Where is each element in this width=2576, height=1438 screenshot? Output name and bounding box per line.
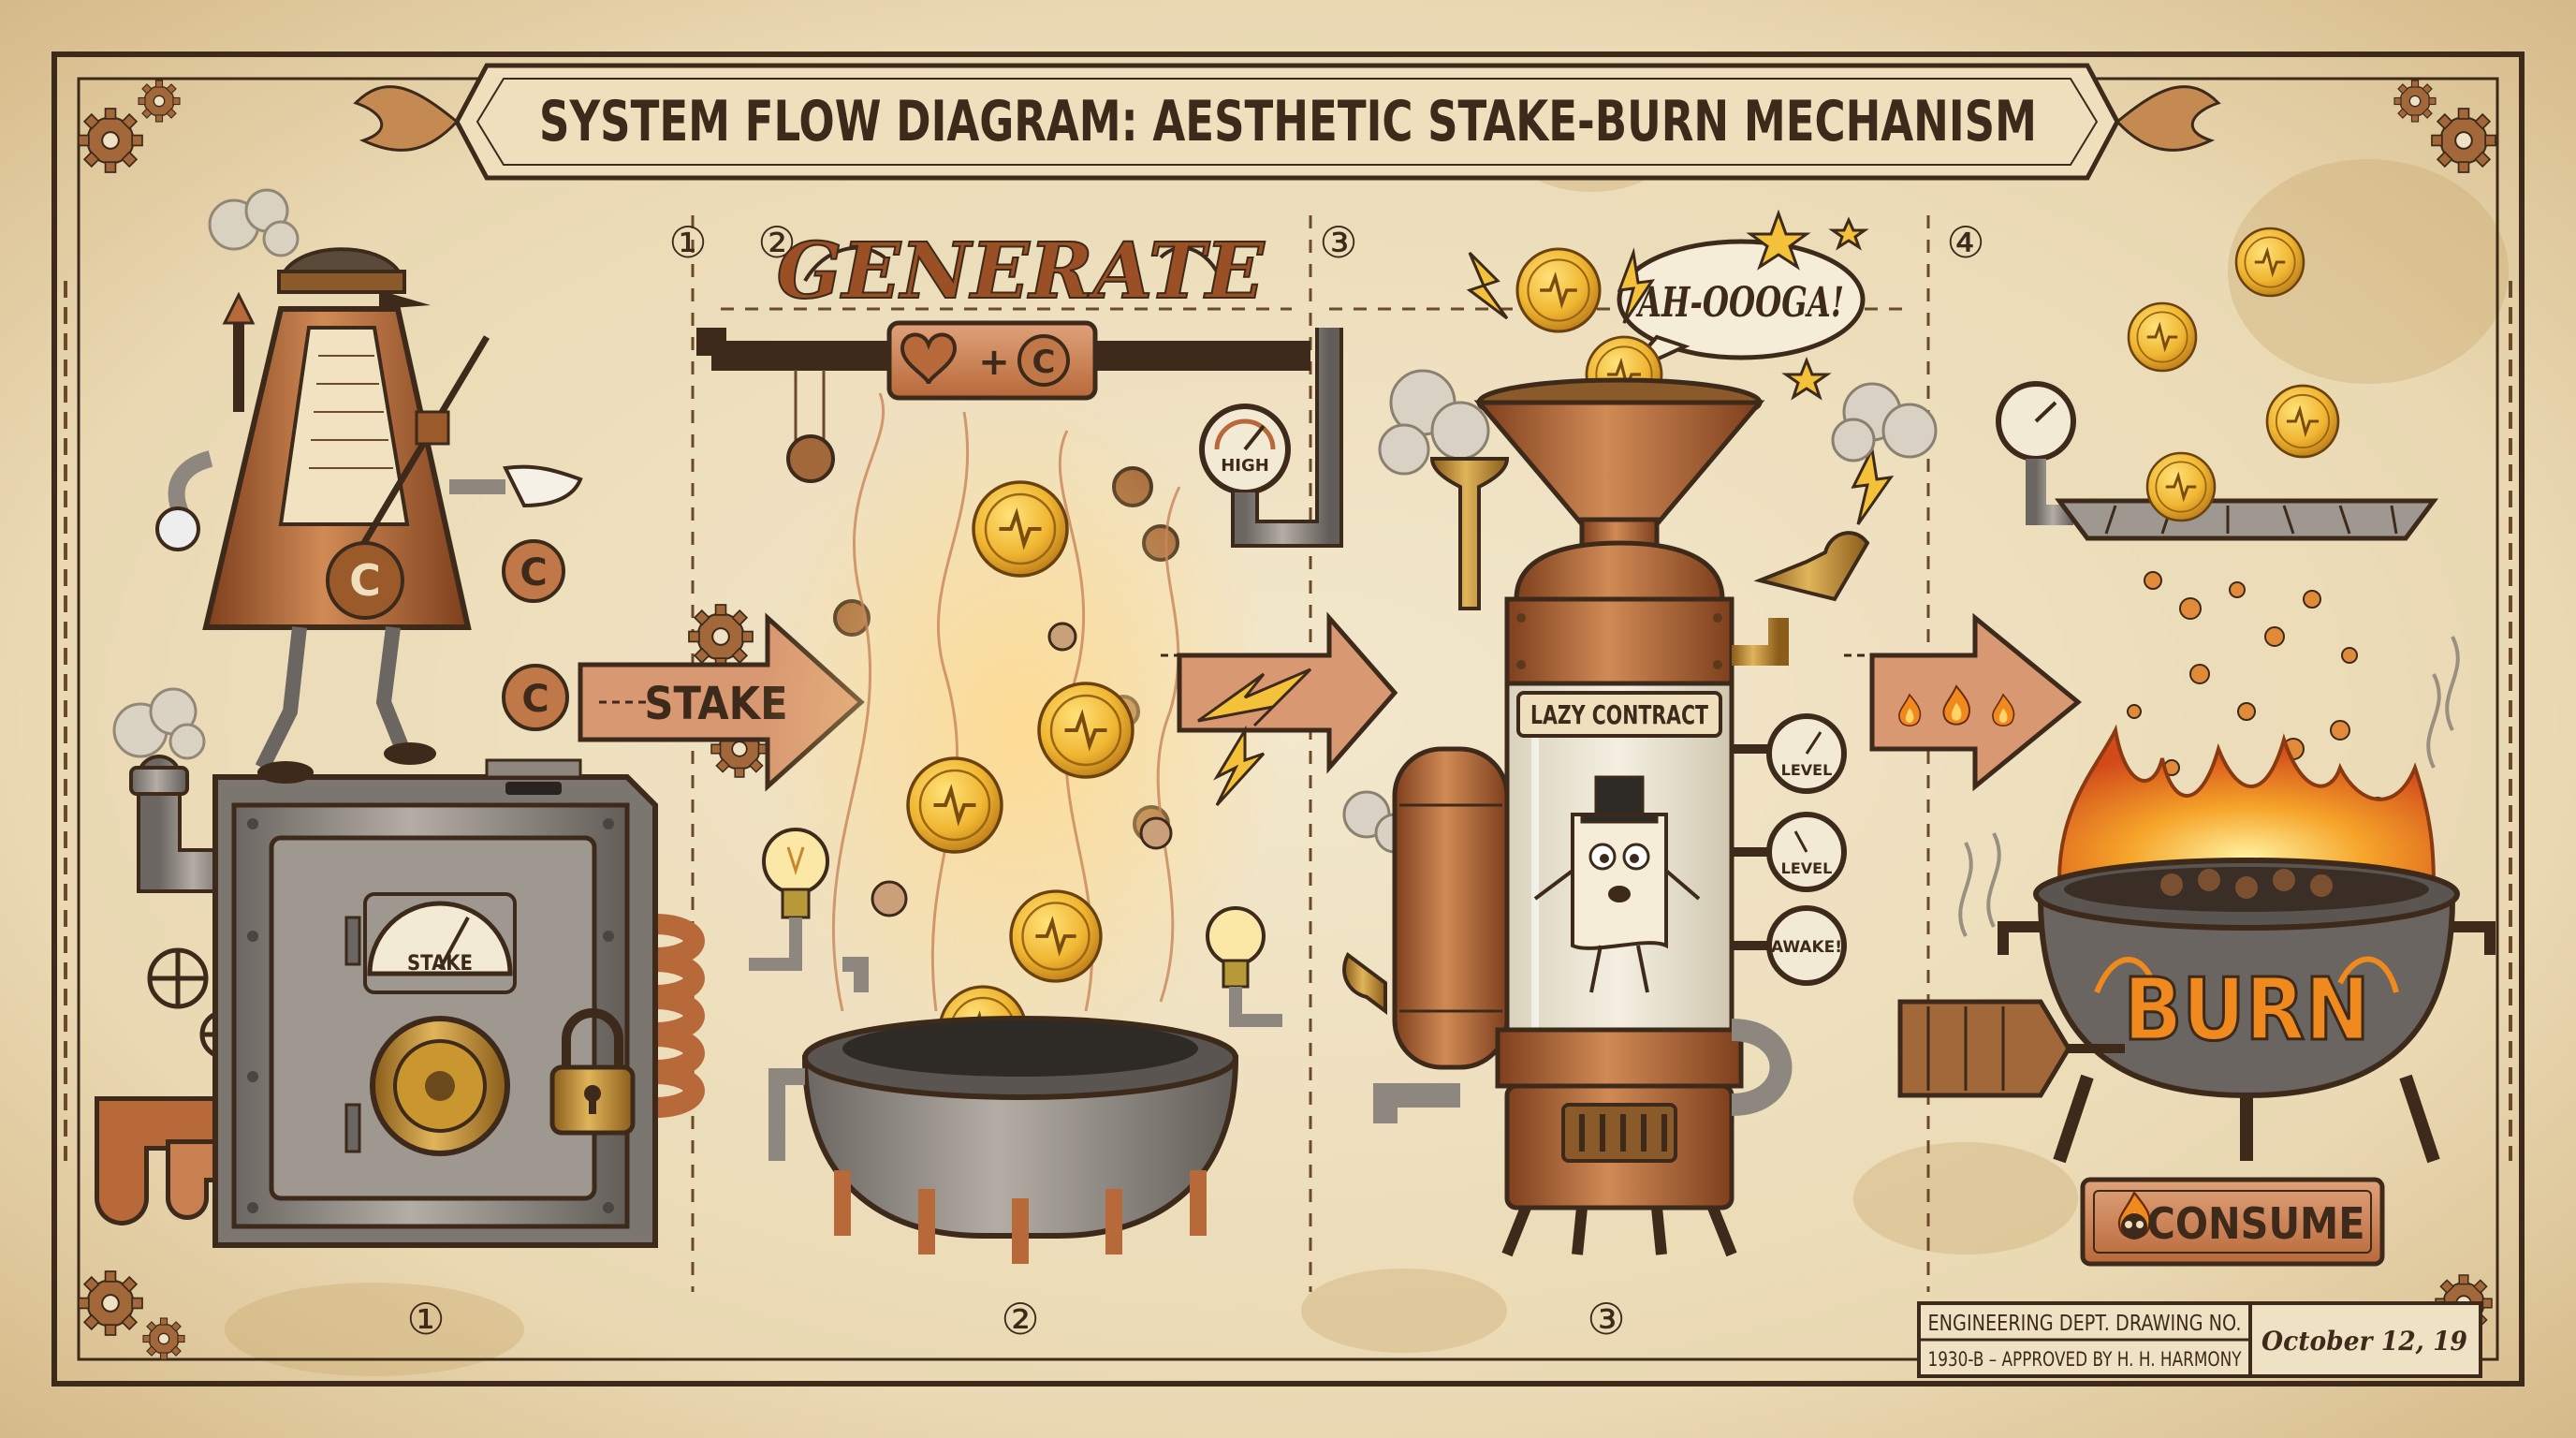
metronome-robot-icon: C	[155, 247, 583, 784]
corner-gear-icon	[2393, 80, 2437, 123]
level-gauge-label-2: LEVEL	[1781, 859, 1833, 877]
skull-icon	[2119, 1193, 2150, 1240]
drawing-date: October 12, 19	[2261, 1326, 2467, 1357]
svg-text:C: C	[1032, 344, 1056, 381]
step-marker-3: ③	[1319, 217, 1357, 268]
copper-tank	[1392, 674, 1510, 1070]
svg-text:C: C	[349, 555, 381, 606]
lazy-contract-machine: LAZY CONTRACT	[1495, 540, 1744, 1257]
safe-vault-icon: STAKE	[212, 758, 658, 1248]
step-marker-bottom-1: ①	[406, 1294, 445, 1344]
svg-text:C: C	[521, 678, 549, 721]
title-banner: SYSTEM FLOW DIAGRAM: AESTHETIC STAKE-BUR…	[353, 63, 2221, 181]
coin-icon	[2127, 301, 2198, 373]
svg-text:C: C	[520, 551, 547, 594]
coin-icon	[1515, 247, 1602, 333]
section-dividers	[691, 215, 1930, 1292]
generate-title: GENERATE	[777, 227, 1266, 316]
coin-icon	[1017, 334, 1070, 387]
stage-contract: AH-OOOGA!	[1342, 209, 1938, 1257]
awake-gauge-label: AWAKE!	[1771, 938, 1842, 957]
lightning-icon	[1466, 247, 1895, 525]
contract-gauges: LEVEL LEVEL AWAKE!	[1732, 713, 1847, 986]
fire-icon	[2056, 724, 2437, 892]
steam-icon	[1342, 369, 1938, 854]
steam-icon	[1958, 636, 2460, 937]
coin-icon	[972, 480, 1069, 578]
coin-icon	[1009, 889, 1103, 983]
corner-gear-icon	[138, 80, 181, 123]
stage-generate: GENERATE + C	[696, 226, 1343, 1264]
burn-label: BURN	[2123, 960, 2369, 1060]
fire-arrow	[1869, 612, 2082, 792]
horn-icon	[1342, 457, 1870, 1015]
funnel-icon	[1473, 377, 1765, 588]
coin-icon	[1037, 682, 1134, 779]
top-hat-icon	[1580, 775, 1659, 824]
step-marker-1: ①	[668, 217, 707, 268]
page-title: SYSTEM FLOW DIAGRAM: AESTHETIC STAKE-BUR…	[539, 89, 2037, 154]
corner-gear-icon	[77, 1269, 144, 1337]
corner-gear-icon	[142, 1317, 185, 1360]
bellows-icon	[1897, 999, 2125, 1098]
step-marker-2: ②	[757, 217, 796, 268]
level-gauge-label-1: LEVEL	[1781, 761, 1833, 779]
drawing-number-label: ENGINEERING DEPT. DRAWING NO.	[1928, 1312, 2242, 1336]
stage-burn: BURN CONSUME	[1897, 227, 2496, 1267]
step-marker-bottom-3: ③	[1587, 1294, 1625, 1344]
gear-icon	[687, 603, 754, 670]
high-gauge-label: HIGH	[1221, 456, 1269, 476]
approval-label: 1930-B – APPROVED BY H. H. HARMONY	[1928, 1348, 2242, 1371]
scroll-character-icon	[1533, 775, 1701, 993]
title-block: ENGINEERING DEPT. DRAWING NO. 1930-B – A…	[1917, 1301, 2482, 1378]
coin-icon	[2265, 384, 2340, 459]
coin-icon: C C	[502, 539, 569, 731]
ah-oooga-text: AH-OOOGA!	[1635, 279, 1844, 327]
step-marker-4: ④	[1946, 217, 1984, 268]
lightning-icon	[1213, 725, 1266, 807]
pressure-gauge-icon: HIGH	[1199, 404, 1291, 495]
svg-text:+: +	[978, 341, 1010, 384]
generator-pot-icon	[768, 1016, 1239, 1264]
outer-border	[51, 51, 2525, 1387]
step-markers-bottom: ① ② ③	[406, 1294, 1625, 1344]
consume-plaque: CONSUME	[2080, 1177, 2385, 1267]
lazy-contract-label: LAZY CONTRACT	[1530, 699, 1708, 730]
coin-icon	[2234, 227, 2305, 298]
lightbulb-icon	[762, 828, 829, 919]
copper-pipes	[95, 755, 256, 1225]
corner-gear-icon	[77, 107, 144, 174]
coin-icon	[2145, 451, 2217, 522]
generate-banner: GENERATE	[776, 226, 1266, 317]
coin-icon	[906, 756, 1003, 854]
step-marker-bottom-2: ②	[1001, 1294, 1039, 1344]
lightbulb-icon	[1206, 906, 1266, 989]
pressure-gauge-icon	[1996, 381, 2076, 525]
padlock-icon	[549, 1008, 636, 1136]
steam-icon	[112, 188, 300, 760]
heart-icon	[900, 332, 958, 385]
lightning-icon	[1197, 668, 1312, 727]
consume-label: CONSUME	[2146, 1198, 2364, 1249]
stake-gauge-label: STAKE	[407, 952, 473, 976]
coin-tray	[2055, 498, 2438, 541]
star-icon	[1746, 209, 1869, 401]
step-markers-top: ① ② ③ ④	[668, 217, 1984, 268]
corner-gear-icon	[2430, 107, 2497, 174]
lightning-arrow	[1177, 611, 1398, 807]
border-chain	[64, 281, 2512, 1161]
cauldron-icon: BURN	[1998, 858, 2496, 1164]
